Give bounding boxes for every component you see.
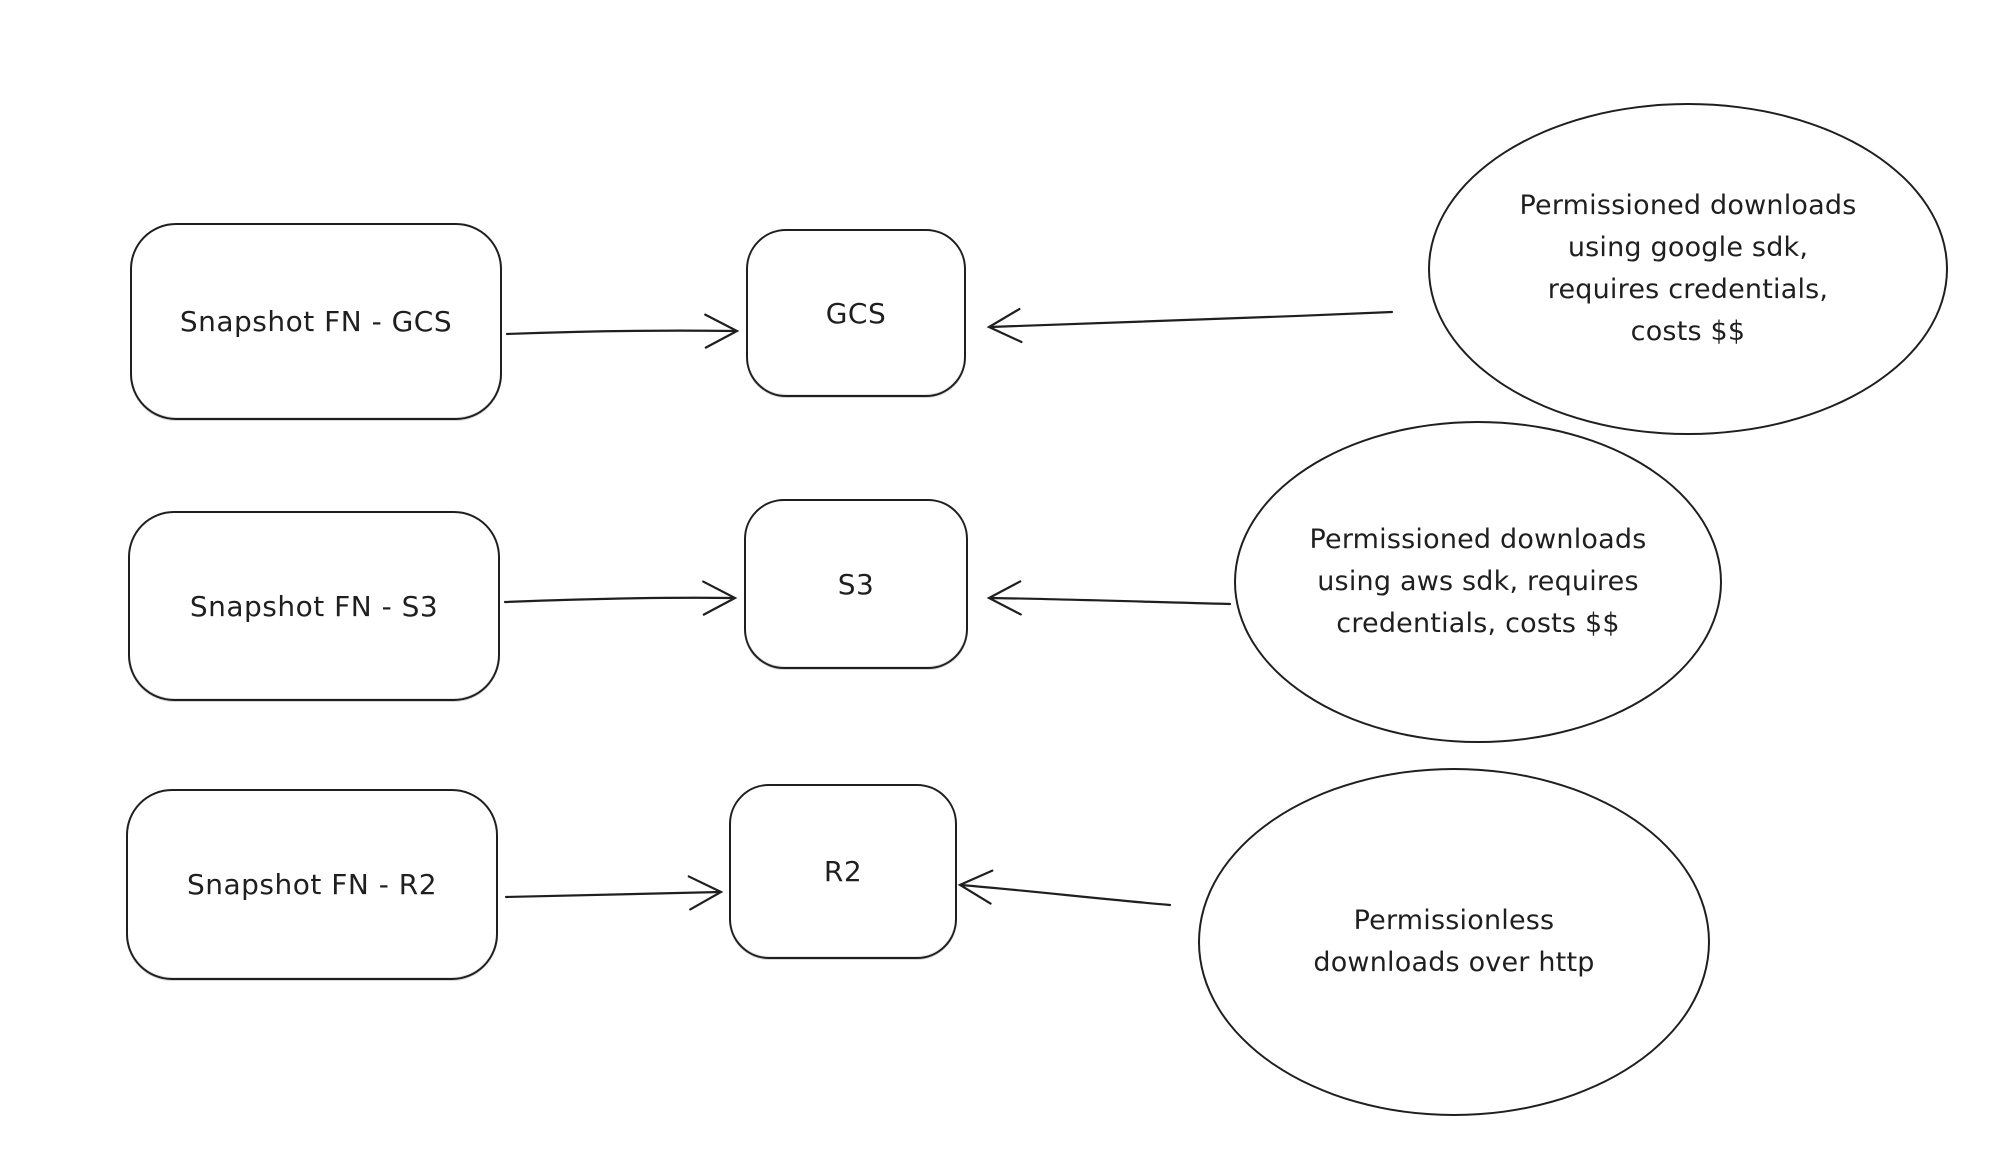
arrow-note-r2-to-r2 — [957, 869, 1172, 907]
node-gcs: GCS — [746, 229, 966, 397]
node-snapshot-fn-s3: Snapshot FN - S3 — [128, 511, 500, 701]
arrow-snapshot-s3-to-s3 — [503, 580, 738, 616]
node-label: GCS — [825, 296, 887, 330]
node-label: Snapshot FN - GCS — [179, 305, 453, 338]
arrow-snapshot-r2-to-r2 — [504, 875, 724, 911]
node-snapshot-fn-gcs: Snapshot FN - GCS — [130, 223, 502, 420]
node-r2: R2 — [729, 784, 957, 959]
arrow-note-s3-to-s3 — [986, 580, 1232, 616]
note-text: Permissionless downloads over http — [1313, 905, 1595, 978]
node-label: R2 — [823, 855, 863, 888]
node-label: Snapshot FN - S3 — [189, 589, 439, 623]
note-permissioned-s3: Permissioned downloads using aws sdk, re… — [1234, 421, 1722, 743]
note-permissionless-r2: Permissionless downloads over http — [1198, 768, 1710, 1116]
node-label: Snapshot FN - R2 — [186, 868, 438, 901]
node-s3: S3 — [744, 499, 968, 669]
note-text: Permissioned downloads using aws sdk, re… — [1309, 524, 1647, 639]
node-label: S3 — [837, 567, 875, 601]
arrow-snapshot-gcs-to-gcs — [505, 313, 740, 349]
node-snapshot-fn-r2: Snapshot FN - R2 — [126, 789, 498, 980]
note-permissioned-gcs: Permissioned downloads using google sdk,… — [1428, 103, 1948, 435]
note-text: Permissioned downloads using google sdk,… — [1519, 190, 1857, 347]
arrow-note-gcs-to-gcs — [986, 307, 1394, 344]
